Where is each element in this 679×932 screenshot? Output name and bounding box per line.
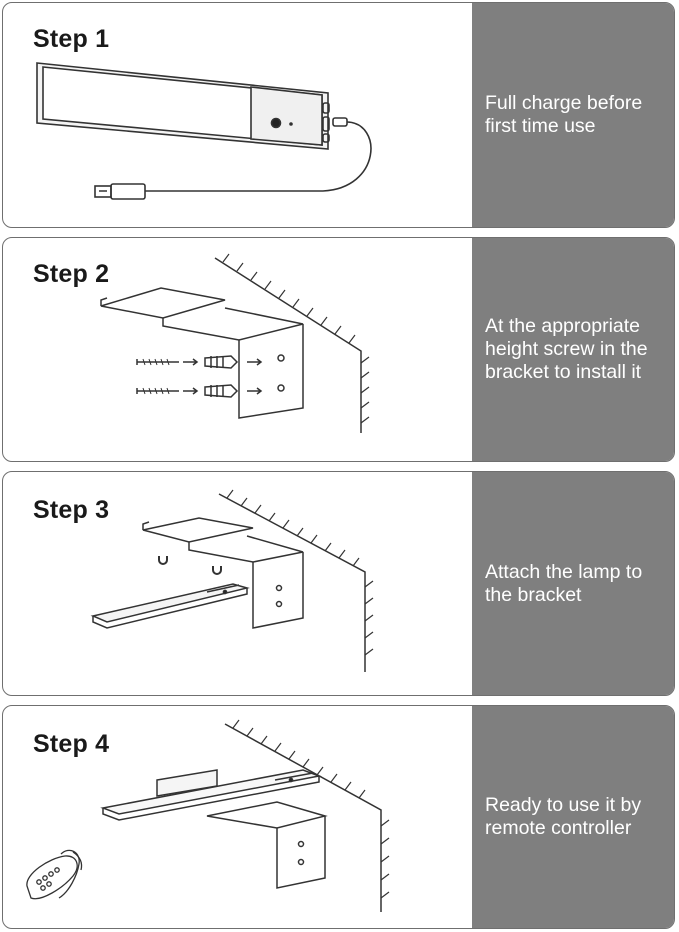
step-4-caption-box: Ready to use it by remote controller	[472, 706, 674, 928]
lamp-charging-illustration	[36, 62, 372, 200]
step-2-caption-box: At the appropriate height screw in the b…	[472, 238, 674, 461]
bracket-install-illustration	[100, 253, 370, 433]
step-1-caption-box: Full charge before first time use	[472, 3, 674, 227]
step-2-title: Step 2	[33, 260, 110, 288]
step-4-panel: Step 4	[2, 705, 675, 929]
step-3-panel: Step 3	[2, 471, 675, 696]
step-2-caption: At the appropriate height screw in the b…	[485, 315, 648, 383]
step-3-caption: Attach the lamp to the bracket	[485, 560, 643, 606]
step-1-caption: Full charge before first time use	[485, 92, 643, 137]
lamp-attach-illustration	[90, 489, 374, 672]
step-4-caption: Ready to use it by remote controller	[485, 794, 642, 839]
step-2-panel: Step 2	[2, 237, 675, 462]
step-4-title: Step 4	[33, 730, 110, 758]
remote-controller-icon	[26, 849, 83, 900]
step-1-title: Step 1	[33, 25, 110, 53]
step-1-panel: Step 1 Full charge before first time use	[2, 2, 675, 228]
step-3-title: Step 3	[33, 496, 110, 524]
step-3-caption-box: Attach the lamp to the bracket	[472, 472, 674, 695]
remote-use-illustration	[26, 719, 390, 912]
